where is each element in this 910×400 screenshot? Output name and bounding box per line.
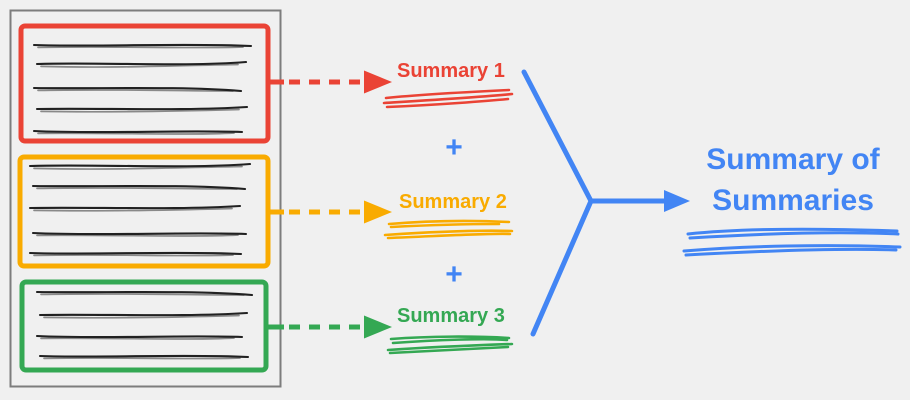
arrowhead: [664, 190, 690, 212]
document-frame: [9, 9, 282, 388]
scribble-underline-green: [386, 335, 514, 355]
passage-box-red: [18, 23, 271, 144]
text-scribble-line: [40, 108, 240, 113]
text-scribble-line: [40, 63, 239, 68]
scribble-underline-blue: [682, 227, 902, 257]
text-scribble-line: [43, 357, 241, 360]
text-scribble-line: [37, 132, 235, 135]
text-scribble-line: [35, 105, 249, 111]
text-scribble-line: [31, 231, 248, 236]
passage-box-orange: [17, 154, 271, 269]
arrowhead: [364, 315, 392, 339]
plus-sign-2: +: [445, 258, 463, 291]
passage-1-border: [18, 23, 271, 144]
text-scribble-line: [28, 251, 243, 256]
source-document: [9, 9, 282, 388]
dashed-arrow-icon-red: [266, 70, 392, 94]
text-scribble-line: [28, 162, 252, 168]
plus-sign-1: +: [445, 131, 463, 164]
scribble-text-lines: [32, 43, 253, 135]
text-scribble-line: [33, 207, 233, 212]
text-scribble-line: [37, 89, 234, 92]
scribble-text-lines: [28, 162, 252, 257]
text-scribble-line: [33, 165, 243, 170]
text-scribble-line: [31, 184, 247, 191]
text-scribble-line: [32, 43, 253, 48]
text-scribble-line: [32, 86, 243, 93]
arrowhead: [364, 200, 392, 224]
summary-3-label: Summary 3: [397, 305, 505, 327]
summary-1-label: Summary 1: [397, 60, 505, 82]
text-scribble-line: [28, 204, 242, 210]
text-scribble-line: [40, 293, 245, 296]
text-scribble-line: [32, 129, 244, 134]
summary-of-summaries-label: Summary of Summaries: [683, 139, 903, 221]
result-line-1: Summary of: [706, 143, 880, 176]
dashed-arrow-icon-green: [266, 315, 392, 339]
text-scribble-line: [43, 314, 240, 319]
text-scribble-line: [35, 60, 248, 66]
text-scribble-line: [37, 46, 244, 49]
text-scribble-line: [38, 354, 250, 359]
summary-2-label: Summary 2: [399, 191, 507, 213]
scribble-underline-red: [382, 88, 514, 109]
text-scribble-line: [35, 290, 254, 297]
arrowhead: [364, 70, 392, 94]
scribble-underline-orange: [383, 219, 514, 240]
text-scribble-line: [35, 334, 244, 339]
text-scribble-line: [33, 254, 234, 257]
result-line-2: Summaries: [712, 184, 874, 217]
merge-arrow-icon: [521, 69, 690, 337]
text-scribble-line: [40, 337, 235, 340]
text-scribble-line: [38, 311, 249, 317]
dashed-arrow-icon-orange: [266, 200, 392, 224]
scribble-text-lines: [35, 290, 254, 360]
text-scribble-line: [36, 234, 239, 237]
passage-box-green: [19, 279, 269, 373]
text-scribble-line: [36, 187, 238, 190]
